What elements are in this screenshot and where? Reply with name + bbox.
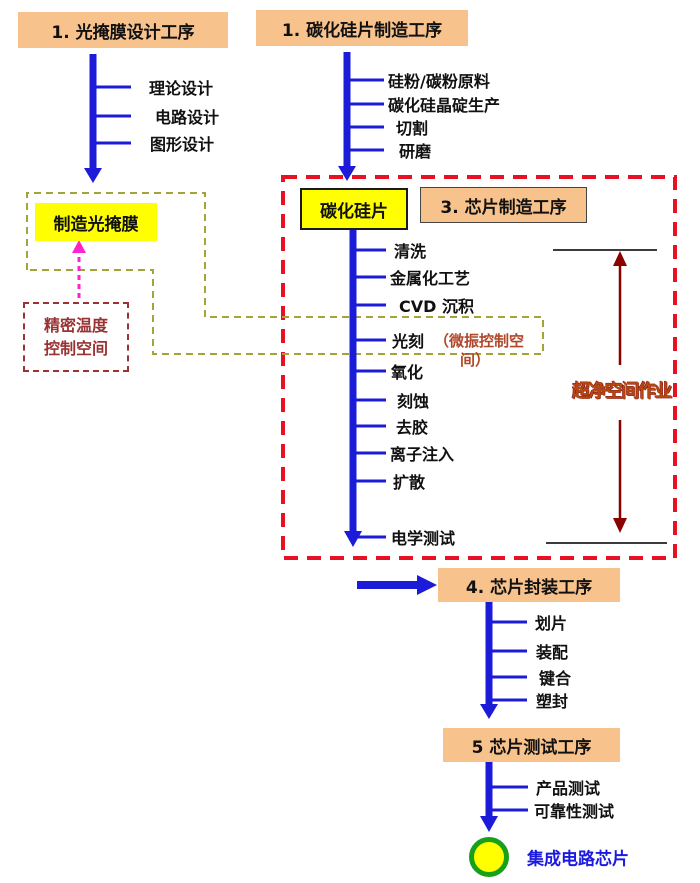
chip-branch-lines bbox=[353, 248, 386, 539]
packaging-entry-arrow bbox=[357, 575, 437, 595]
testing-step: 可靠性测试 bbox=[534, 802, 615, 821]
arrow-down-icon bbox=[338, 166, 356, 181]
testing-branch-lines bbox=[489, 785, 528, 812]
design-branch-lines bbox=[93, 85, 131, 145]
vibration-note-line2: 间） bbox=[460, 351, 491, 369]
mask-design-title-box: 1. 光掩膜设计工序 bbox=[18, 12, 228, 48]
chip-step: 扩散 bbox=[393, 473, 426, 492]
wafer-manufacture-title-box: 1. 碳化硅片制造工序 bbox=[256, 10, 468, 46]
cleanroom-label: 超净空间作业 bbox=[572, 381, 673, 402]
chip-step: 光刻 bbox=[392, 332, 425, 351]
packaging-step: 划片 bbox=[535, 614, 568, 633]
final-product-circle-icon bbox=[469, 837, 509, 877]
mask-transfer-path bbox=[26, 192, 544, 355]
design-step: 图形设计 bbox=[150, 135, 215, 154]
temp-control-box: 精密温度 控制空间 bbox=[23, 302, 129, 372]
arrow-down-icon bbox=[84, 168, 102, 183]
chip-manufacture-title-box: 3. 芯片制造工序 bbox=[420, 187, 587, 223]
packaging-branch-lines bbox=[489, 620, 527, 702]
packaging-step: 键合 bbox=[539, 669, 572, 688]
packaging-step: 装配 bbox=[536, 643, 569, 662]
wafer-step: 碳化硅晶碇生产 bbox=[388, 96, 501, 115]
cleanroom-up-arrow bbox=[613, 251, 627, 365]
testing-flow-arrow bbox=[480, 762, 498, 832]
design-step: 理论设计 bbox=[149, 79, 214, 98]
wafer-step: 硅粉/碳粉原料 bbox=[388, 72, 490, 91]
wafer-branch-lines bbox=[347, 78, 384, 152]
wafer-flow-arrow bbox=[338, 52, 356, 181]
arrow-down-icon bbox=[480, 816, 498, 832]
arrow-up-icon bbox=[72, 240, 86, 253]
testing-title-box: 5 芯片测试工序 bbox=[443, 728, 620, 762]
arrow-down-icon bbox=[480, 704, 498, 719]
arrow-right-icon bbox=[417, 575, 437, 595]
cleanroom-boundary-box bbox=[281, 175, 677, 560]
chip-step: 去胶 bbox=[396, 418, 429, 437]
chip-step: 清洗 bbox=[394, 242, 427, 261]
packaging-title-box: 4. 芯片封装工序 bbox=[438, 568, 620, 602]
vibration-note-line1: （微振控制空 bbox=[434, 332, 525, 350]
wafer-step: 切割 bbox=[396, 119, 429, 138]
chip-step: CVD 沉积 bbox=[399, 297, 474, 316]
packaging-flow-arrow bbox=[480, 602, 498, 719]
chip-step: 离子注入 bbox=[390, 445, 455, 464]
final-product-label: 集成电路芯片 bbox=[527, 849, 629, 870]
wafer-label-box: 碳化硅片 bbox=[300, 188, 408, 230]
chip-step: 刻蚀 bbox=[397, 392, 430, 411]
arrow-down-icon bbox=[613, 518, 627, 533]
testing-step: 产品测试 bbox=[536, 779, 601, 798]
vibration-note: （微振控制空 间） bbox=[434, 332, 524, 370]
chip-step: 电学测试 bbox=[391, 529, 456, 548]
chip-step: 金属化工艺 bbox=[390, 269, 471, 288]
arrow-down-icon bbox=[344, 531, 362, 547]
design-flow-arrow bbox=[84, 54, 102, 183]
cleanroom-down-arrow bbox=[613, 420, 627, 533]
temp-control-arrow bbox=[72, 240, 86, 298]
chip-step: 氧化 bbox=[391, 363, 424, 382]
wafer-step: 研磨 bbox=[399, 142, 432, 161]
mask-making-box: 制造光掩膜 bbox=[35, 203, 157, 241]
packaging-step: 塑封 bbox=[536, 692, 569, 711]
design-step: 电路设计 bbox=[155, 108, 220, 127]
arrow-up-icon bbox=[613, 251, 627, 266]
